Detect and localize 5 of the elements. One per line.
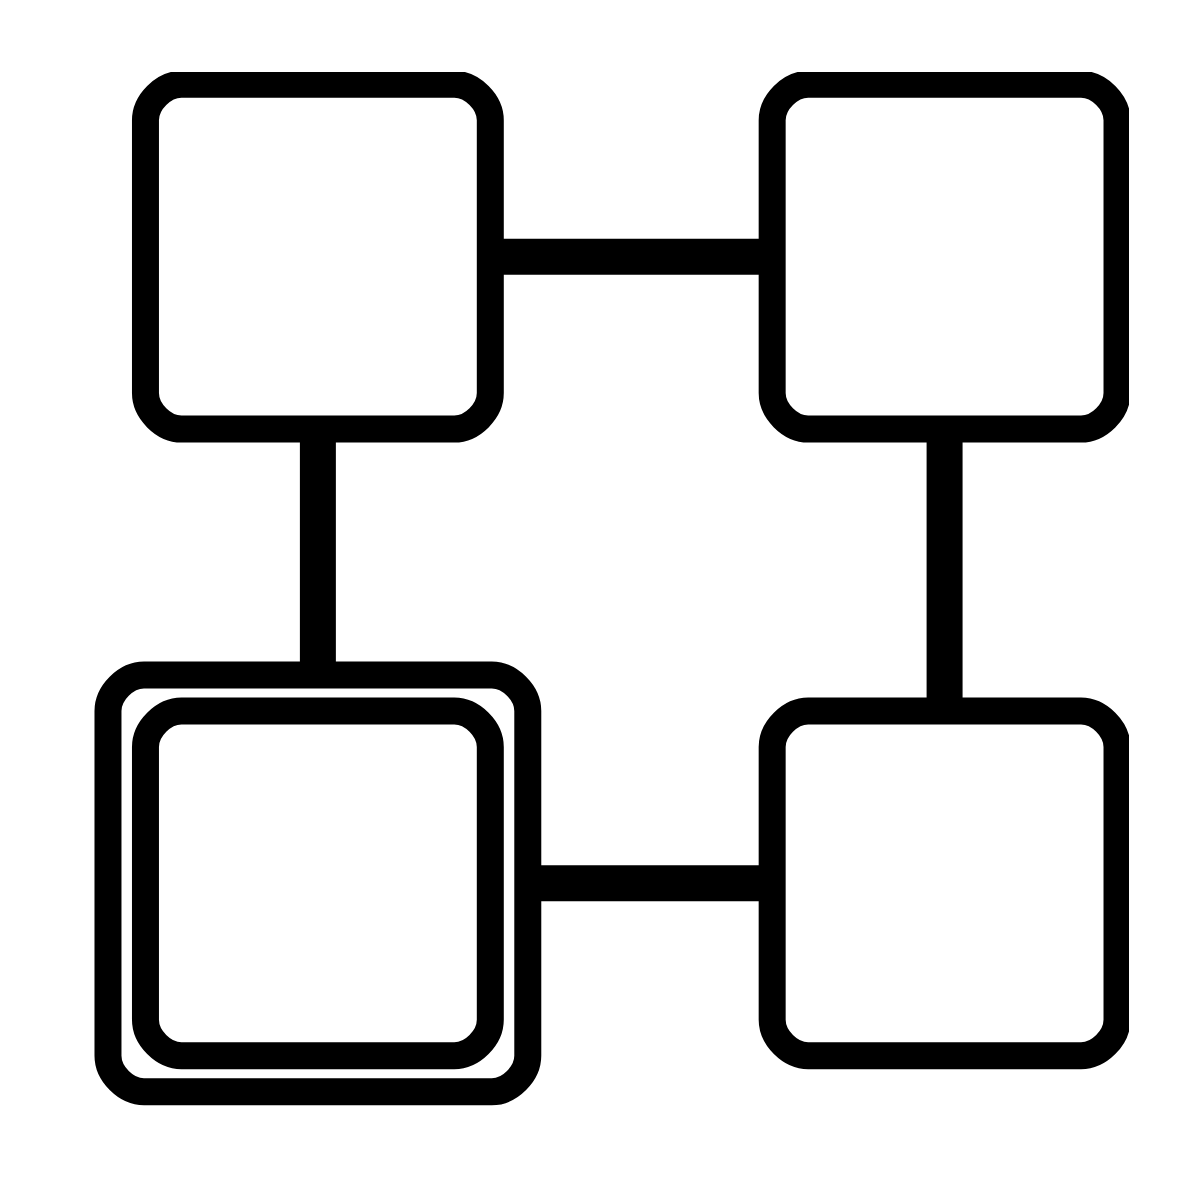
node-box — [131, 697, 504, 1070]
node-box — [758, 72, 1129, 443]
cluster — [94, 661, 541, 1106]
node-box — [758, 697, 1129, 1070]
node-box — [131, 72, 504, 443]
